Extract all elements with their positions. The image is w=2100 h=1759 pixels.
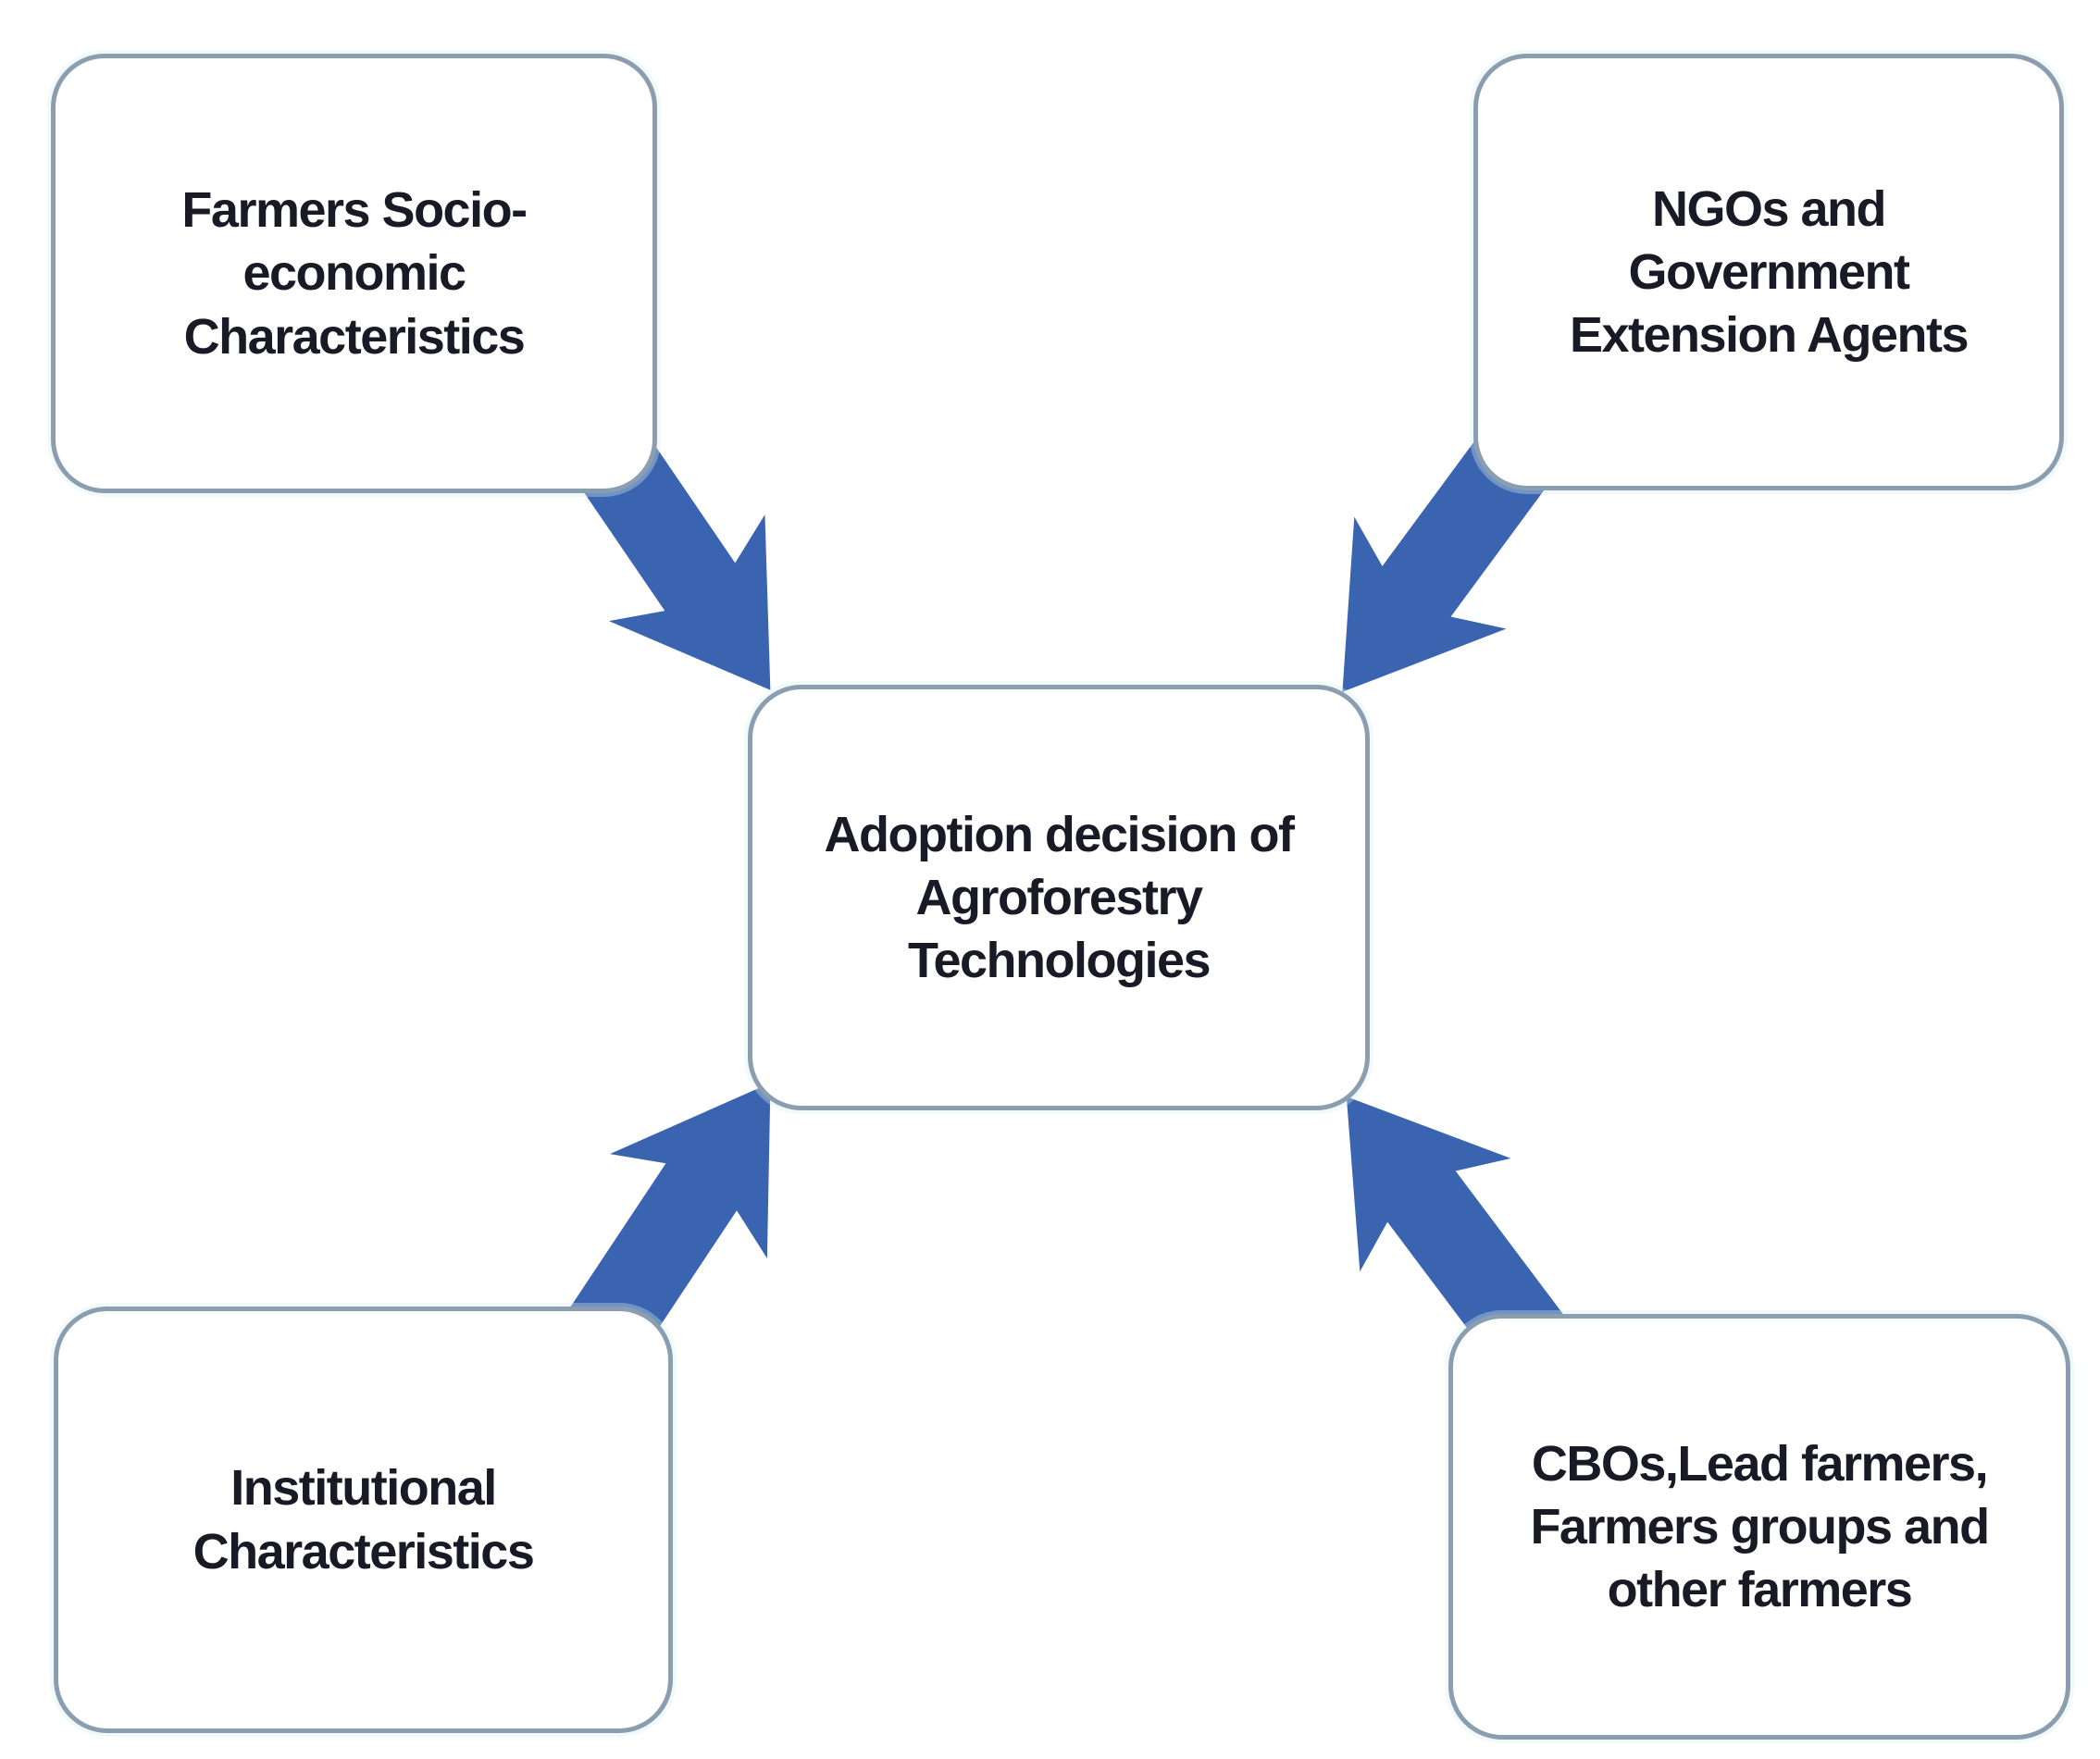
node-institutional: Institutional Characteristics: [54, 1307, 673, 1733]
arrow-institutional-to-adoption: [553, 1083, 771, 1381]
node-cbos-lead-farmers-label: CBOs,Lead farmers, Farmers groups and ot…: [1530, 1435, 1990, 1618]
node-cbos-lead-farmers: CBOs,Lead farmers, Farmers groups and ot…: [1448, 1314, 2070, 1740]
node-adoption-decision-label: Adoption decision of Agroforestry Techno…: [824, 806, 1295, 989]
node-institutional-label: Institutional Characteristics: [193, 1460, 535, 1579]
node-adoption-decision: Adoption decision of Agroforestry Techno…: [748, 685, 1370, 1110]
node-farmers-socioeconomic-label: Farmers Socio- economic Characteristics: [181, 182, 528, 365]
arrow-cbos-lead-farmers-to-adoption: [1346, 1096, 1575, 1381]
node-ngos-government-label: NGOs and Government Extension Agents: [1569, 180, 1970, 364]
node-farmers-socioeconomic: Farmers Socio- economic Characteristics: [51, 54, 657, 493]
node-ngos-government: NGOs and Government Extension Agents: [1473, 54, 2064, 490]
